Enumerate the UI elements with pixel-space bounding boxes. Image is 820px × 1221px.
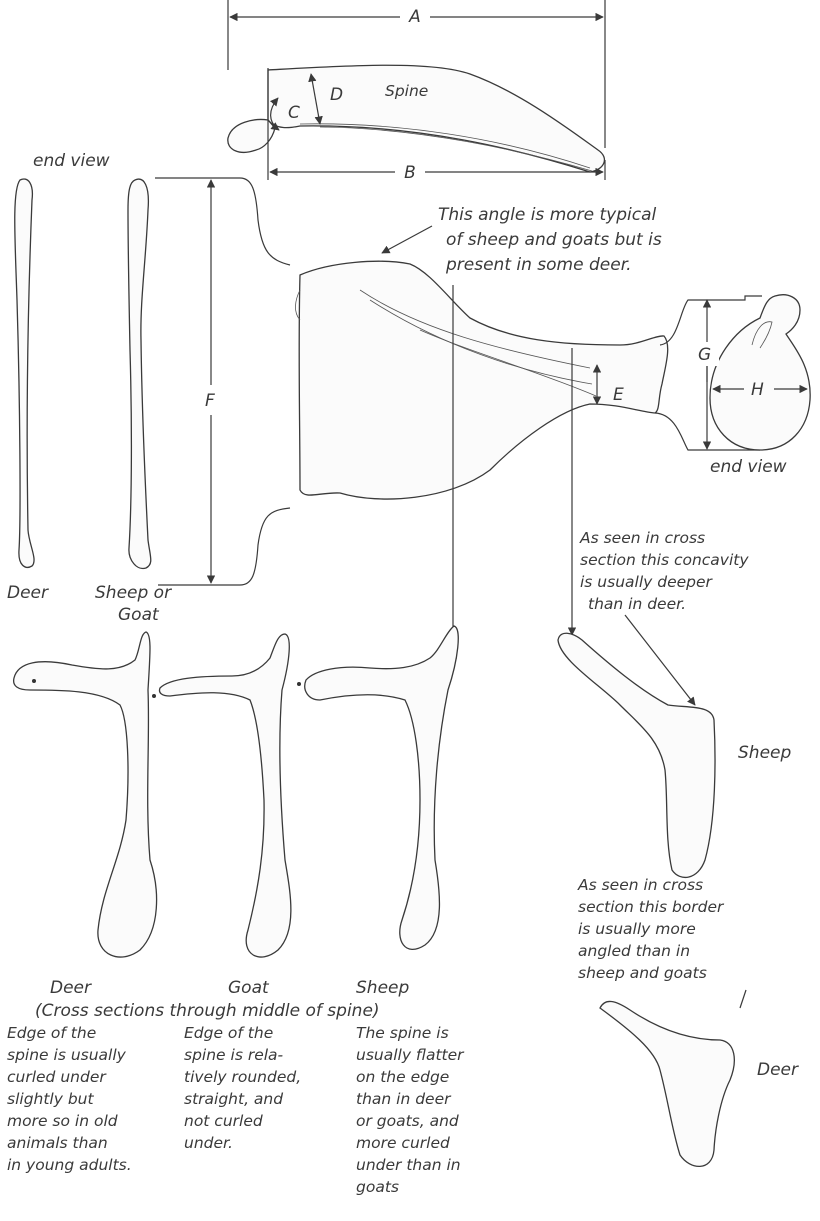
sheep-description-line: usually flatter xyxy=(356,1046,465,1064)
deer-description-line: Edge of the xyxy=(7,1024,96,1042)
border-note-line5: sheep and goats xyxy=(578,964,707,982)
goat-description: Edge of the spine is rela- tively rounde… xyxy=(184,1024,301,1152)
goat-description-line: straight, and xyxy=(184,1090,283,1108)
sheep-side-label: Sheep xyxy=(738,743,791,763)
angle-note-line2: of sheep and goats but is xyxy=(446,230,662,250)
deer-description-line: spine is usually xyxy=(7,1046,127,1064)
concavity-note-line3: is usually deeper xyxy=(580,573,714,591)
sheep-cross-section-label: Sheep xyxy=(356,978,409,998)
spine-label: Spine xyxy=(385,82,428,100)
border-note-line1: As seen in cross xyxy=(577,876,703,894)
deer-description-line: more so in old xyxy=(7,1112,118,1130)
dimension-a-label: A xyxy=(408,7,421,27)
sheep-description-line: under than in xyxy=(356,1156,461,1174)
goat-cross-section xyxy=(152,634,291,957)
goat-description-line: spine is rela- xyxy=(184,1046,284,1064)
sheep-side-cross-section xyxy=(558,633,715,877)
deer-description-line: in young adults. xyxy=(7,1156,132,1174)
scapula-lateral-view xyxy=(295,261,667,499)
glenoid-end-view-outline xyxy=(710,295,810,450)
deer-side-cross-section xyxy=(600,1001,734,1166)
angle-note-line1: This angle is more typical xyxy=(438,205,657,225)
sheep-description-line: The spine is xyxy=(356,1024,449,1042)
concavity-note-line2: section this concavity xyxy=(580,551,749,569)
deer-description: Edge of the spine is usually curled unde… xyxy=(7,1024,132,1174)
dimension-c-label: C xyxy=(288,103,300,123)
deer-side-label: Deer xyxy=(757,1060,799,1080)
sheep-description-line: than in deer xyxy=(356,1090,452,1108)
border-note-line2: section this border xyxy=(578,898,725,916)
dimension-h-label: H xyxy=(751,380,764,400)
cross-section-caption: (Cross sections through middle of spine) xyxy=(35,1001,380,1021)
deer-description-line: curled under xyxy=(7,1068,107,1086)
goat-description-line: under. xyxy=(184,1134,233,1152)
deer-description-line: slightly but xyxy=(7,1090,94,1108)
dimension-b-label: B xyxy=(404,163,416,183)
concavity-note-line4: than in deer. xyxy=(588,595,686,613)
dimension-e-label: E xyxy=(613,385,624,405)
goat-description-line: tively rounded, xyxy=(184,1068,301,1086)
dimension-d-label: D xyxy=(330,85,343,105)
sheep-description-line: goats xyxy=(356,1178,399,1196)
dimension-f-label: F xyxy=(205,391,215,411)
sheep-description-line: on the edge xyxy=(356,1068,449,1086)
sheep-goat-label-line1: Sheep or xyxy=(95,583,172,603)
goat-cross-section-label: Goat xyxy=(228,978,270,998)
concavity-note-line1: As seen in cross xyxy=(579,529,705,547)
border-note-line4: angled than in xyxy=(578,942,690,960)
sheep-cross-section xyxy=(297,626,458,949)
border-note-line3: is usually more xyxy=(578,920,696,938)
deer-end-view-outline xyxy=(15,179,34,567)
deer-description-line: animals than xyxy=(7,1134,108,1152)
sheep-description: The spine is usually flatter on the edge… xyxy=(356,1024,465,1196)
end-view-caption-left: end view xyxy=(33,151,110,171)
sheep-description-line: more curled xyxy=(356,1134,450,1152)
deer-cross-section xyxy=(14,632,157,957)
dimension-g-label: G xyxy=(698,345,711,365)
goat-description-line: Edge of the xyxy=(184,1024,273,1042)
sheep-goat-label-line2: Goat xyxy=(118,605,160,625)
deer-cross-section-label: Deer xyxy=(50,978,92,998)
sheep-goat-end-view-outline xyxy=(128,179,151,568)
deer-end-view-label: Deer xyxy=(7,583,49,603)
angle-note-line3: present in some deer. xyxy=(445,255,632,275)
goat-description-line: not curled xyxy=(184,1112,263,1130)
sheep-description-line: or goats, and xyxy=(356,1112,459,1130)
end-view-caption-right: end view xyxy=(710,457,787,477)
